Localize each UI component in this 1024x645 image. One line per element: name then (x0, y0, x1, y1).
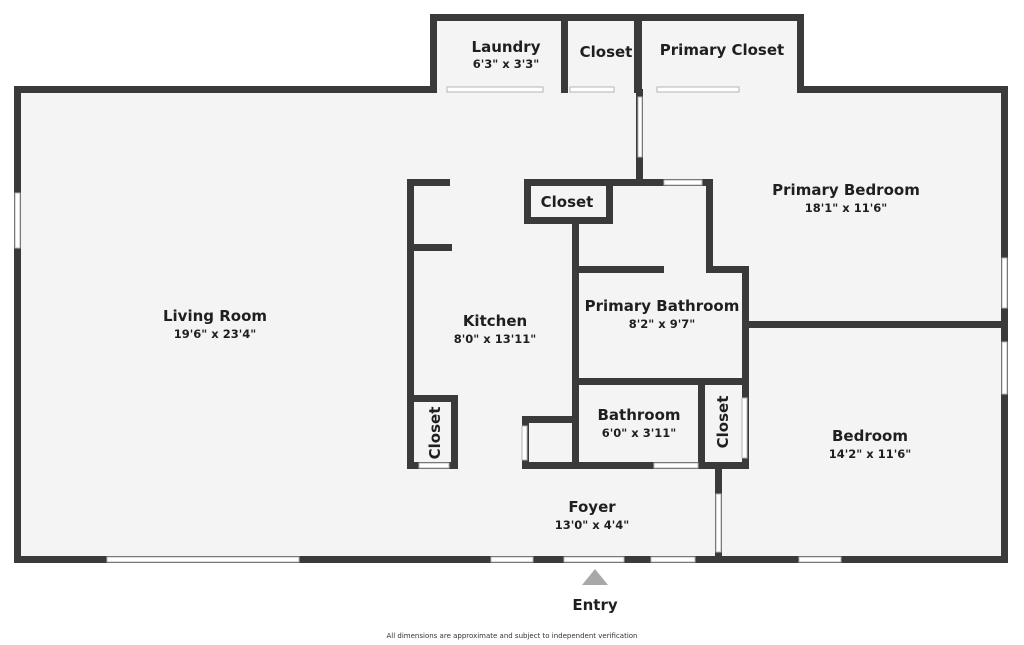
kitchen-name: Kitchen (463, 312, 527, 330)
primary-bedroom-dims: 18'1" x 11'6" (805, 201, 887, 215)
bathroom-name: Bathroom (597, 406, 680, 424)
disclaimer-text: All dimensions are approximate and subje… (386, 632, 638, 640)
foyer-name: Foyer (568, 498, 616, 516)
primary-bathroom-name: Primary Bathroom (585, 297, 740, 315)
laundry-name: Laundry (472, 38, 541, 56)
entry-label: Entry (572, 596, 617, 614)
closet-bath-name: Closet (714, 396, 732, 449)
bedroom-name: Bedroom (832, 427, 908, 445)
kitchen-dims: 8'0" x 13'11" (454, 332, 536, 346)
primary-bathroom-dims: 8'2" x 9'7" (629, 317, 695, 331)
closet-top-name: Closet (580, 43, 633, 61)
entry-arrow-icon (582, 569, 608, 585)
living-room-dims: 19'6" x 23'4" (174, 327, 256, 341)
primary-bedroom-name: Primary Bedroom (772, 181, 920, 199)
primary-closet-name: Primary Closet (660, 41, 784, 59)
closet-kitchen-name: Closet (426, 407, 444, 460)
foyer-dims: 13'0" x 4'4" (555, 518, 629, 532)
windows (14, 86, 1008, 563)
bedroom-dims: 14'2" x 11'6" (829, 447, 911, 461)
laundry-dims: 6'3" x 3'3" (473, 57, 539, 71)
bathroom-dims: 6'0" x 3'11" (602, 426, 676, 440)
closet-center-name: Closet (541, 193, 594, 211)
living-room-name: Living Room (163, 307, 267, 325)
floor-annex (432, 17, 801, 89)
